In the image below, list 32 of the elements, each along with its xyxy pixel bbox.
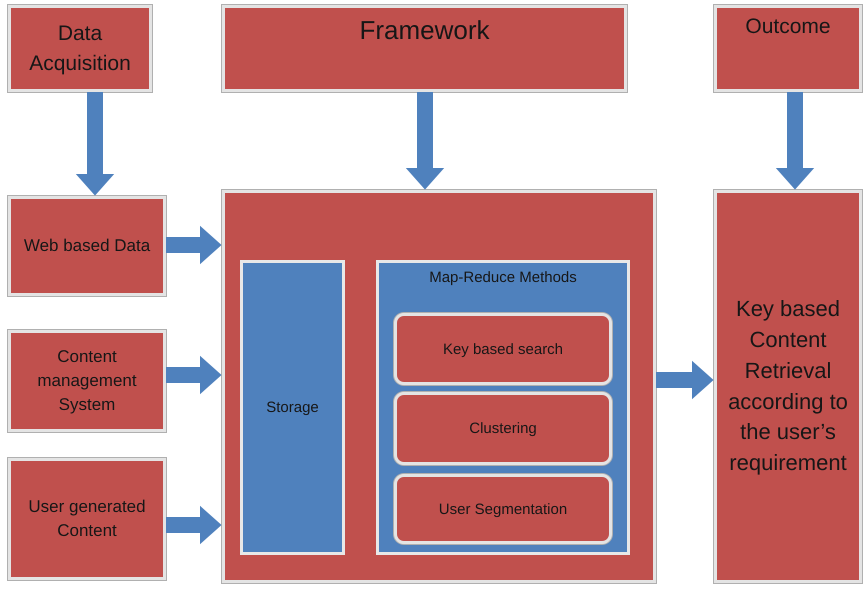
- node-label: Clustering: [469, 419, 537, 439]
- block-arrow: [76, 92, 114, 196]
- node-label: Content management System: [36, 346, 138, 416]
- node-label: Data Acquisition: [28, 21, 132, 76]
- block-arrow: [776, 92, 814, 190]
- container-box: [222, 190, 656, 583]
- method-box: [394, 392, 612, 465]
- method-box: [394, 474, 612, 544]
- block-arrow: [406, 92, 444, 190]
- node-label: Map-Reduce Methods: [429, 268, 577, 288]
- block-arrow: [166, 356, 222, 394]
- method-box: [394, 313, 612, 385]
- node-label: Outcome: [745, 14, 831, 40]
- node-label: User generated Content: [27, 496, 147, 542]
- node-label: User Segmentation: [438, 500, 568, 520]
- node-label: Storage: [266, 398, 319, 418]
- block-arrow: [166, 226, 222, 264]
- block-arrow: [656, 360, 714, 400]
- node-label: Web based Data: [24, 235, 150, 258]
- block-arrow: [166, 506, 222, 544]
- node-label: Key based search: [442, 340, 564, 360]
- process-box: [8, 5, 152, 92]
- source-box: [8, 458, 166, 580]
- header-box: [714, 5, 862, 92]
- node-label: Framework: [359, 14, 490, 47]
- methods-panel: [376, 260, 630, 555]
- node-label: Key based Content Retrieval according to the user’s requirement: [727, 295, 849, 478]
- source-box: [8, 196, 166, 296]
- source-box: [8, 330, 166, 432]
- outcome-box: [714, 190, 862, 583]
- header-box: [222, 5, 627, 92]
- storage-panel: [240, 260, 345, 555]
